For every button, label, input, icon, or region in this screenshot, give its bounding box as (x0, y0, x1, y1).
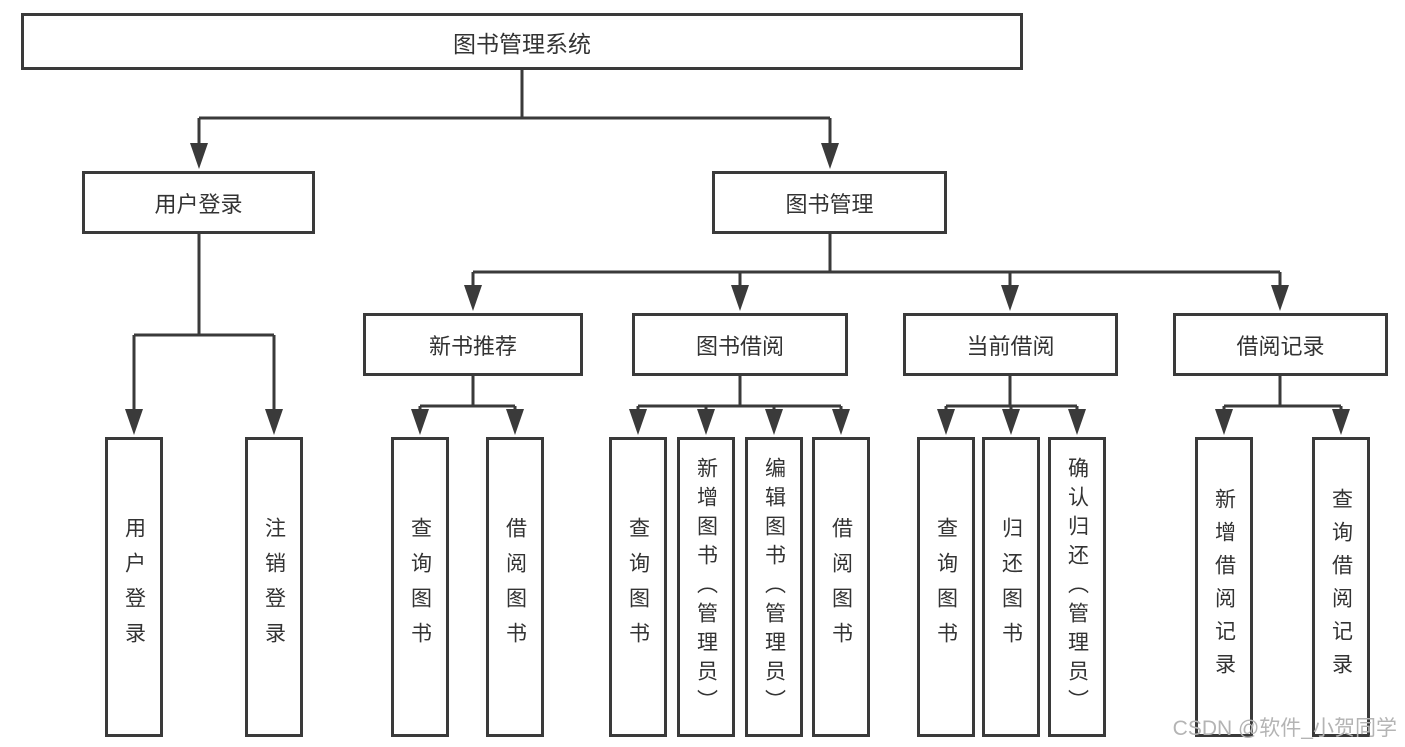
arrowhead-icon (1001, 285, 1019, 311)
connector-root-to-level2 (197, 69, 832, 152)
node-book-management: 图书管理 (712, 171, 947, 234)
connector-new-book-recommend-to-leaves (418, 376, 517, 418)
node-leaf-logout: 注销登录 (245, 437, 303, 737)
node-borrow-records: 借阅记录 (1173, 313, 1388, 376)
node-label: 借阅图书 (503, 517, 527, 657)
arrowhead-icon (125, 409, 143, 435)
node-book-borrow: 图书借阅 (632, 313, 848, 376)
arrowhead-icon (832, 409, 850, 435)
node-label: 新增图书（管理员） (694, 456, 718, 718)
node-leaf-query-books-1: 查询图书 (391, 437, 449, 737)
arrowhead-icon (1271, 285, 1289, 311)
node-current-borrow: 当前借阅 (903, 313, 1118, 376)
node-label: 查询图书 (408, 517, 432, 657)
node-label: 借阅图书 (829, 517, 853, 657)
node-label: 用户登录 (122, 517, 146, 657)
node-leaf-query-books-3: 查询图书 (917, 437, 975, 737)
node-label: 新增借阅记录 (1212, 488, 1236, 686)
node-label: 确认归还（管理员） (1065, 456, 1089, 718)
connector-book-borrow-to-leaves (636, 376, 843, 418)
node-leaf-return-books: 归还图书 (982, 437, 1040, 737)
node-label: 编辑图书（管理员） (762, 456, 786, 718)
connector-borrow-records-to-leaves (1222, 376, 1343, 418)
arrowhead-icon (1332, 409, 1350, 435)
arrowhead-icon (190, 143, 208, 169)
node-label: 图书借阅 (695, 333, 784, 359)
arrowhead-icon (821, 143, 839, 169)
node-label: 查询图书 (626, 517, 650, 657)
node-label: 当前借阅 (966, 333, 1055, 359)
node-library-management-system: 图书管理系统 (21, 13, 1023, 70)
node-label: 新书推荐 (428, 333, 517, 359)
node-leaf-user-login: 用户登录 (105, 437, 163, 737)
csdn-watermark: CSDN @软件_小贺同学 (1172, 717, 1397, 740)
arrowhead-icon (1002, 409, 1020, 435)
arrowhead-icon (697, 409, 715, 435)
node-label: 图书管理 (785, 191, 874, 217)
arrowhead-icon (411, 409, 429, 435)
node-leaf-borrow-books-1: 借阅图书 (486, 437, 544, 737)
connector-book-management-to-level3 (471, 233, 1282, 294)
node-leaf-add-books-admin: 新增图书（管理员） (677, 437, 735, 737)
connector-user-login-to-leaves (132, 233, 276, 418)
node-leaf-query-borrow-record: 查询借阅记录 (1312, 437, 1370, 737)
node-label: 归还图书 (999, 517, 1023, 657)
node-label: 注销登录 (262, 517, 286, 657)
arrowhead-icon (629, 409, 647, 435)
arrowheads (125, 143, 1350, 435)
arrowhead-icon (506, 409, 524, 435)
node-leaf-borrow-books-2: 借阅图书 (812, 437, 870, 737)
arrowhead-icon (937, 409, 955, 435)
node-label: 查询借阅记录 (1329, 488, 1353, 686)
node-label: 图书管理系统 (453, 30, 591, 57)
arrowhead-icon (765, 409, 783, 435)
node-leaf-edit-books-admin: 编辑图书（管理员） (745, 437, 803, 737)
arrowhead-icon (1068, 409, 1086, 435)
arrowhead-icon (731, 285, 749, 311)
node-label: 用户登录 (154, 191, 243, 217)
node-leaf-confirm-return-admin: 确认归还（管理员） (1048, 437, 1106, 737)
arrowhead-icon (265, 409, 283, 435)
node-leaf-add-borrow-record: 新增借阅记录 (1195, 437, 1253, 737)
node-label: 查询图书 (934, 517, 958, 657)
node-label: 借阅记录 (1236, 333, 1325, 359)
arrowhead-icon (464, 285, 482, 311)
node-leaf-query-books-2: 查询图书 (609, 437, 667, 737)
node-new-book-recommend: 新书推荐 (363, 313, 583, 376)
arrowhead-icon (1215, 409, 1233, 435)
node-user-login: 用户登录 (82, 171, 315, 234)
